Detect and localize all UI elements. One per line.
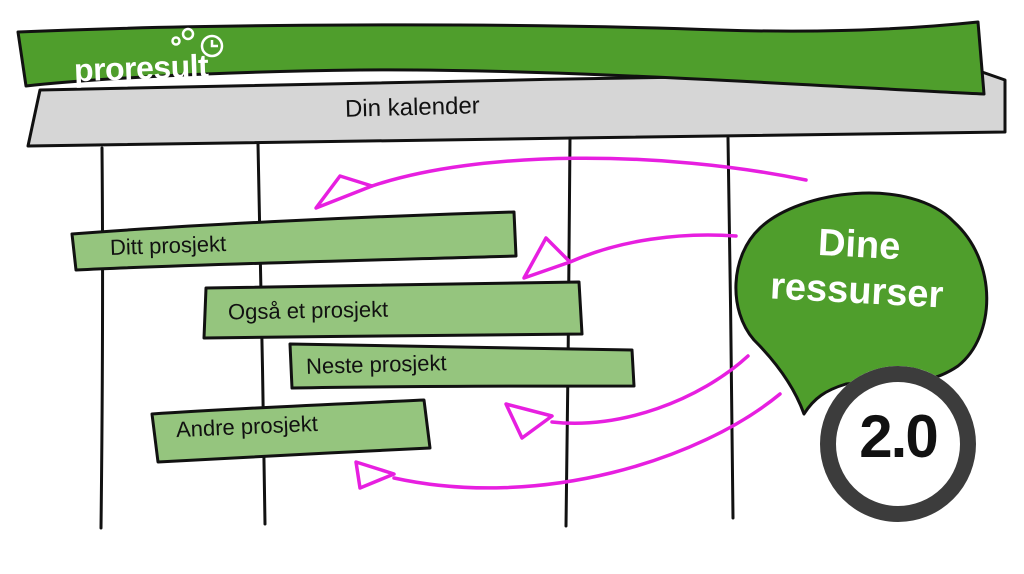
project-label-3: Neste prosjekt [305, 350, 447, 379]
arrow-to-project-2-head [522, 236, 572, 280]
calendar-title: Din kalender [344, 92, 481, 123]
arrow-to-project-4 [392, 392, 782, 490]
calendar-header-bar [26, 70, 1007, 148]
project-bar-4 [150, 398, 432, 464]
project-label-1: Ditt prosjekt [109, 230, 227, 261]
assignment-arrows [314, 156, 808, 490]
arrow-to-project-4-head [354, 460, 396, 490]
arrow-to-calendar-head [314, 174, 374, 210]
arrow-to-calendar [370, 156, 808, 188]
proresult-header-bar [16, 20, 986, 96]
version-badge [820, 366, 976, 522]
project-bar-2 [202, 280, 584, 340]
version-label: 2.0 [859, 403, 938, 470]
resources-title: Dine ressurser [769, 221, 945, 317]
project-label-2: Også et prosjekt [227, 296, 389, 325]
arrow-to-project-3-head [504, 402, 554, 440]
project-bar-3 [288, 342, 636, 390]
arrow-to-project-2 [568, 233, 738, 264]
project-bar-1 [70, 210, 518, 272]
clock-bubbles-icon [171, 27, 224, 58]
arrow-to-project-3 [550, 354, 750, 425]
proresult-logo-text: proresult [73, 47, 209, 89]
